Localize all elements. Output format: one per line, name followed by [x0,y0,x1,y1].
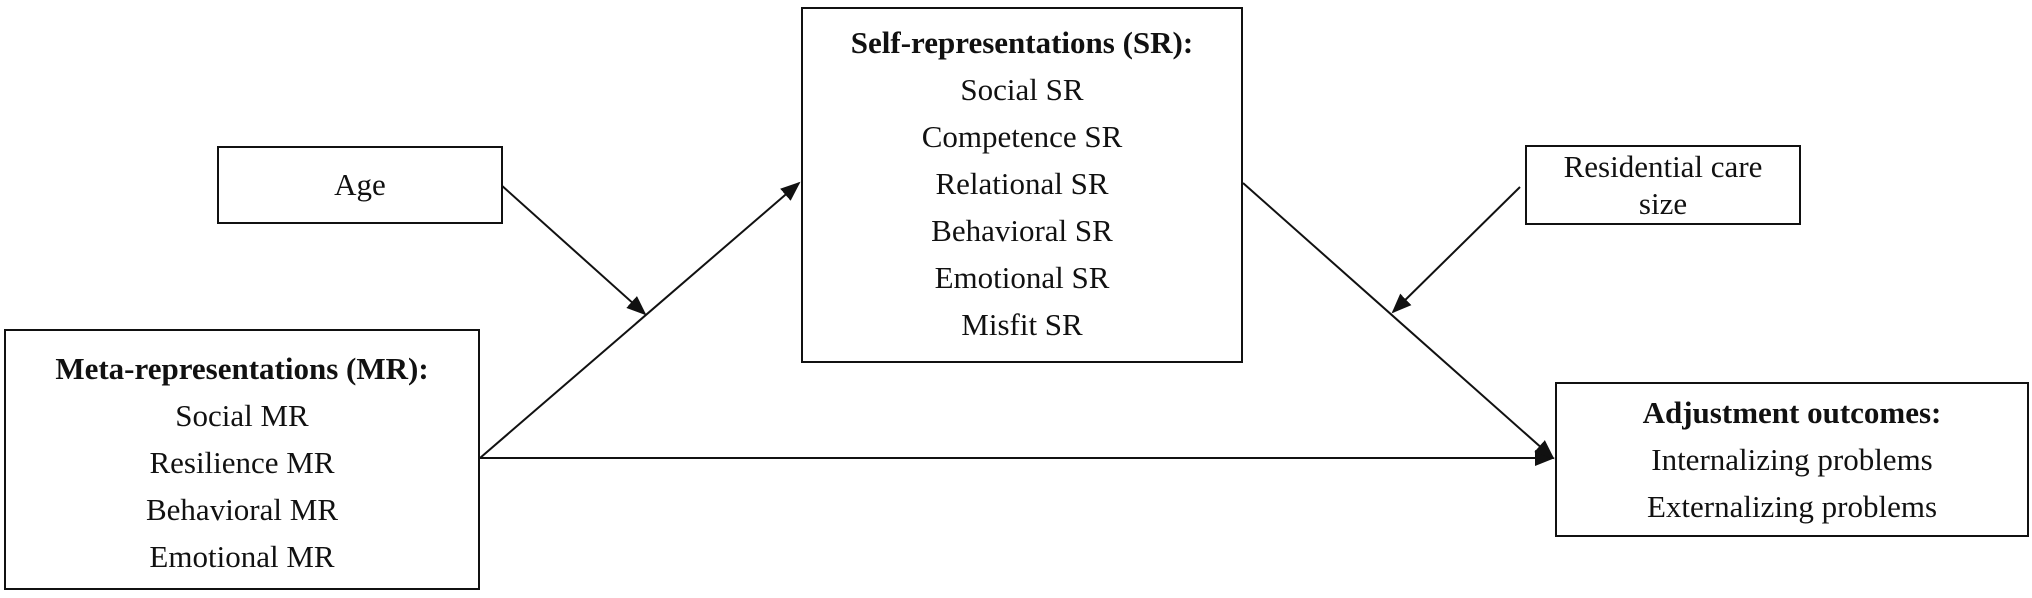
arrow-sr-to-adjustment [1242,182,1555,460]
residential-care-size-line1: Residential care [1563,149,1763,184]
arrow-residential-care-moderator [1391,186,1521,314]
meta-representations-heading: Meta-representations (MR): [55,351,429,386]
age-label: Age [334,167,386,202]
self-representations-box: Self-representations (SR): Social SR Com… [801,7,1243,363]
sr-item: Emotional SR [934,260,1110,295]
self-representations-heading: Self-representations (SR): [850,25,1194,60]
sr-item: Misfit SR [961,307,1083,342]
residential-care-size-line2: size [1638,186,1688,221]
sr-item: Relational SR [935,166,1109,201]
outcome-item: Internalizing problems [1651,442,1933,477]
mr-item: Behavioral MR [146,492,338,527]
adjustment-outcomes-box: Adjustment outcomes: Internalizing probl… [1555,382,2029,537]
meta-representations-box: Meta-representations (MR): Social MR Res… [4,329,480,590]
sr-item: Behavioral SR [931,213,1113,248]
residential-care-size-box: Residential care size [1525,145,1801,225]
arrow-age-moderator [499,183,647,316]
mr-item: Social MR [175,398,309,433]
sr-item: Competence SR [921,119,1123,154]
sr-item: Social SR [960,72,1084,107]
adjustment-outcomes-heading: Adjustment outcomes: [1642,395,1942,430]
age-box: Age [217,146,503,224]
outcome-item: Externalizing problems [1646,489,1938,524]
mr-item: Resilience MR [149,445,335,480]
arrow-mr-to-sr [479,181,801,459]
mr-item: Emotional MR [149,539,335,574]
